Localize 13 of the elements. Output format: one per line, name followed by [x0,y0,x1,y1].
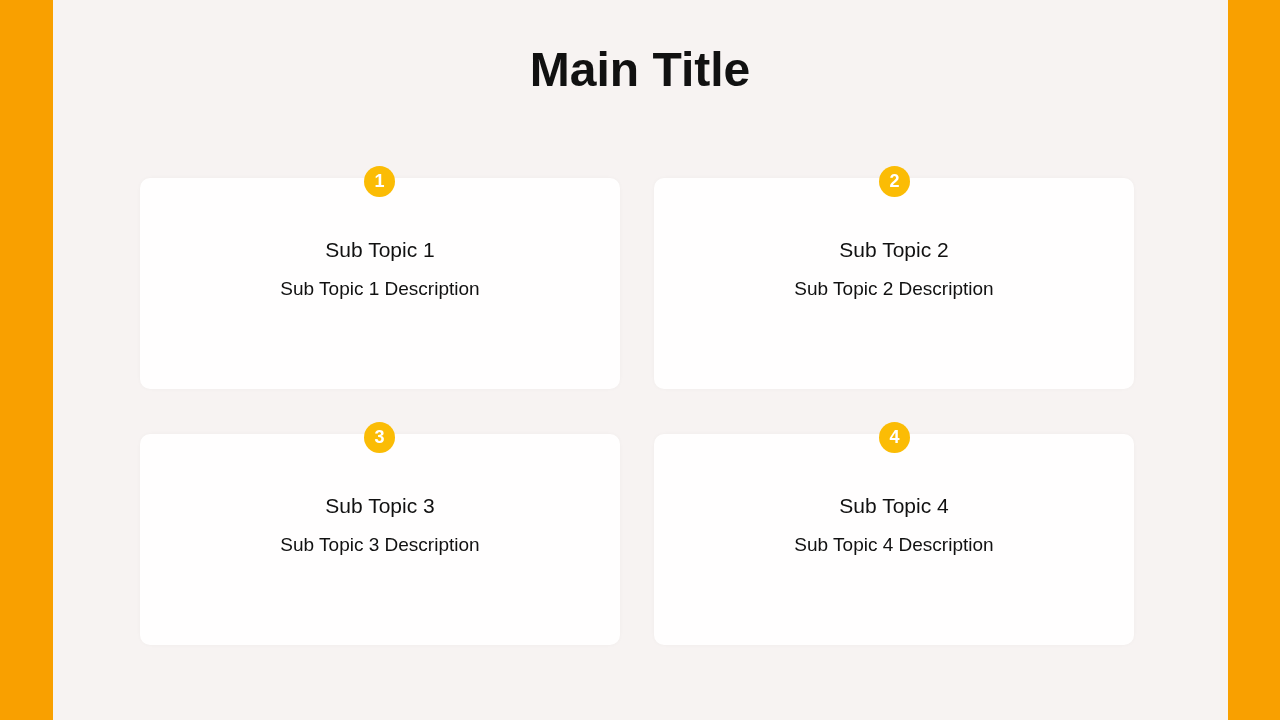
card-description: Sub Topic 4 Description [794,533,994,557]
card-description: Sub Topic 1 Description [280,277,480,301]
number-badge: 2 [879,166,910,197]
card-description: Sub Topic 2 Description [794,277,994,301]
card-description: Sub Topic 3 Description [280,533,480,557]
number-badge: 3 [364,422,395,453]
number-badge: 1 [364,166,395,197]
card-heading: Sub Topic 3 [325,493,435,519]
number-badge: 4 [879,422,910,453]
card-heading: Sub Topic 4 [839,493,949,519]
title: Main Title [529,43,751,96]
card-heading: Sub Topic 1 [325,237,435,263]
card-heading: Sub Topic 2 [839,237,949,263]
